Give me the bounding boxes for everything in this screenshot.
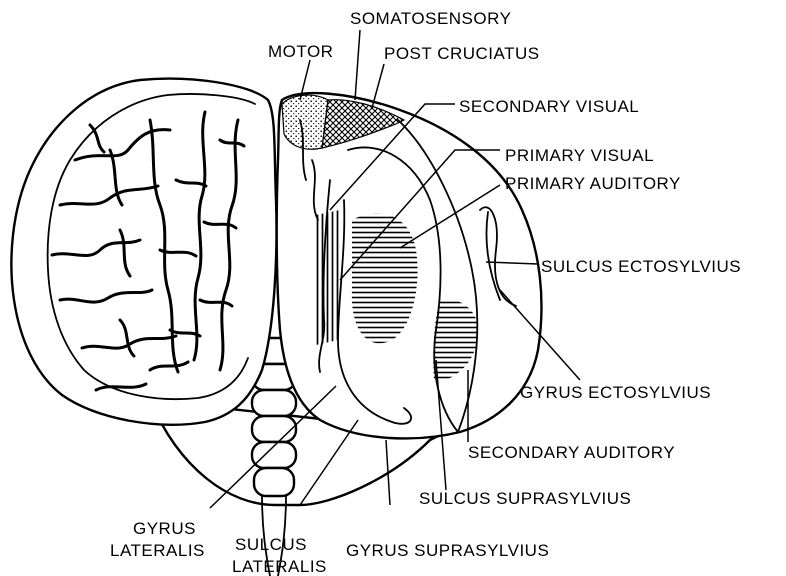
primary-visual-area [316,210,340,345]
label-gyrus-ectosylvius: GYRUS ECTOSYLVIUS [520,383,711,402]
label-gyrus-lateralis-line1: GYRUS [133,519,196,538]
label-sulcus-suprasylvius: SULCUS SUPRASYLVIUS [419,489,631,508]
label-gyrus-suprasylvius: GYRUS SUPRASYLVIUS [346,541,549,560]
left-hemisphere [11,79,276,425]
label-gyrus-lateralis-line2: LATERALIS [110,541,205,560]
label-primary-auditory: PRIMARY AUDITORY [505,174,681,193]
label-sulcus-ectosylvius: SULCUS ECTOSYLVIUS [541,257,741,276]
label-primary-visual: PRIMARY VISUAL [505,146,654,165]
label-sulcus-lateralis-line1: SULCUS [235,535,307,554]
label-somatosensory: SOMATOSENSORY [350,9,511,28]
label-motor: MOTOR [268,42,333,61]
motor-area [282,95,328,149]
label-sulcus-lateralis-line2: LATERALIS [232,557,327,576]
label-secondary-auditory: SECONDARY AUDITORY [468,443,675,462]
label-post-cruciatus: POST CRUCIATUS [384,44,540,63]
label-secondary-visual: SECONDARY VISUAL [459,97,639,116]
